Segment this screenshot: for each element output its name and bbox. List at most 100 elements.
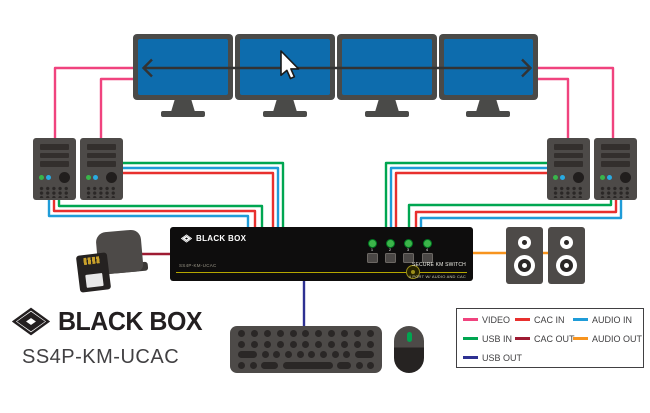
speaker-right bbox=[548, 227, 585, 284]
blackbox-diamond-icon bbox=[12, 307, 50, 336]
legend-item-video: VIDEO bbox=[463, 315, 515, 325]
port-number: 2 bbox=[388, 247, 392, 252]
legend-swatch bbox=[515, 318, 530, 321]
legend-label: AUDIO OUT bbox=[592, 333, 643, 344]
drive-bay bbox=[40, 161, 69, 167]
power-led-green bbox=[86, 175, 91, 180]
mouse-cursor-icon bbox=[280, 50, 300, 80]
product-model-text: SS4P-KM-UCAC bbox=[22, 346, 180, 368]
keyboard bbox=[230, 326, 382, 373]
wire-usb-in-pc4 bbox=[407, 196, 613, 230]
port-led bbox=[404, 240, 412, 247]
branding-block: BLACK BOX SS4P-KM-UCAC bbox=[12, 306, 272, 386]
tweeter-dot bbox=[522, 240, 527, 245]
computer-tower-1 bbox=[33, 138, 76, 200]
drive-bay bbox=[40, 144, 69, 150]
port-led bbox=[368, 240, 376, 247]
drive-bay bbox=[554, 161, 583, 167]
monitor-4-stand-base bbox=[466, 111, 510, 117]
power-led-green bbox=[600, 175, 605, 180]
switch-accent-line bbox=[176, 271, 467, 274]
legend-label: AUDIO IN bbox=[592, 314, 633, 325]
km-switch: BLACK BOX SS4P-KM-UCAC 1 2 3 4 SECURE KM SW… bbox=[170, 227, 473, 281]
computer-tower-4 bbox=[594, 138, 637, 200]
port-select-button bbox=[384, 253, 396, 263]
legend-label: USB IN bbox=[482, 333, 513, 344]
wire-usb-in-pc2 bbox=[120, 161, 285, 230]
legend-item-cac-out: CAC OUT bbox=[515, 334, 575, 344]
drive-bay bbox=[601, 152, 630, 158]
power-button bbox=[620, 172, 631, 183]
blackbox-diamond-icon bbox=[181, 234, 192, 243]
legend-label: CAC IN bbox=[534, 314, 565, 325]
tweeter-dot bbox=[564, 240, 569, 245]
vent-grille bbox=[553, 186, 584, 198]
drive-bay bbox=[554, 152, 583, 158]
legend-item-cac-in: CAC IN bbox=[515, 315, 573, 325]
switch-brand-logo: BLACK BOX bbox=[181, 234, 246, 243]
certification-badge-icon bbox=[406, 265, 420, 279]
wire-usb-in-pc3 bbox=[384, 161, 550, 230]
monitor-3-stand bbox=[375, 100, 399, 112]
legend-swatch bbox=[463, 356, 478, 359]
legend-swatch bbox=[573, 337, 588, 340]
activity-led-blue bbox=[46, 175, 51, 180]
wire-video-pc3-monitors bbox=[536, 77, 570, 140]
wire-audio-in-pc3 bbox=[389, 166, 550, 230]
monitor-1-stand-base bbox=[161, 111, 205, 117]
power-button bbox=[59, 172, 70, 183]
power-led-green bbox=[553, 175, 558, 180]
monitor-1-stand bbox=[171, 100, 195, 112]
key-row bbox=[238, 361, 374, 369]
computer-tower-3 bbox=[547, 138, 590, 200]
drive-bay bbox=[87, 152, 116, 158]
wire-usb-in-pc1 bbox=[57, 196, 264, 230]
monitor-2-stand bbox=[273, 100, 297, 112]
drive-bay bbox=[40, 152, 69, 158]
switch-model-text: SS4P-KM-UCAC bbox=[179, 263, 217, 268]
port-number: 4 bbox=[425, 247, 429, 252]
wire-cac-in-pc2 bbox=[120, 171, 275, 230]
monitor-2-stand-base bbox=[263, 111, 307, 117]
mouse-scroll-wheel bbox=[406, 332, 412, 342]
woofer-dot bbox=[522, 263, 527, 268]
switch-title: SECURE KM SWITCH bbox=[411, 262, 466, 268]
brand-logo-text: BLACK BOX bbox=[58, 306, 203, 336]
legend-label: USB OUT bbox=[482, 352, 523, 363]
key-row bbox=[238, 340, 374, 348]
port-led bbox=[386, 240, 394, 247]
wire-audio-in-pc1 bbox=[47, 196, 250, 230]
drive-bay bbox=[601, 161, 630, 167]
drive-bay bbox=[87, 161, 116, 167]
port-number: 3 bbox=[406, 247, 410, 252]
legend-label: VIDEO bbox=[482, 314, 511, 325]
wire-video-pc4-monitors bbox=[536, 66, 615, 140]
switch-port-1: 1 bbox=[363, 240, 381, 263]
power-button bbox=[573, 172, 584, 183]
activity-led-blue bbox=[93, 175, 98, 180]
legend-item-audio-in: AUDIO IN bbox=[573, 315, 643, 325]
port-select-button bbox=[421, 253, 433, 263]
computer-tower-2 bbox=[80, 138, 123, 200]
power-led-green bbox=[39, 175, 44, 180]
switch-brand-text: BLACK BOX bbox=[196, 234, 247, 243]
drive-bay bbox=[601, 144, 630, 150]
port-select-button bbox=[402, 253, 414, 263]
legend-item-audio-out: AUDIO OUT bbox=[573, 334, 643, 344]
wire-cac-in-pc1 bbox=[52, 196, 257, 230]
legend-swatch bbox=[515, 337, 530, 340]
switch-port-3: 3 bbox=[399, 240, 417, 263]
port-select-button bbox=[366, 253, 378, 263]
vent-grille bbox=[600, 186, 631, 198]
switch-port-2: 2 bbox=[381, 240, 399, 263]
activity-led-blue bbox=[607, 175, 612, 180]
legend-swatch bbox=[463, 337, 478, 340]
wire-cac-in-pc4 bbox=[414, 196, 618, 230]
wire-cac-in-pc3 bbox=[394, 171, 550, 230]
speaker-left bbox=[506, 227, 543, 284]
mouse bbox=[394, 326, 424, 373]
arrow-left-icon bbox=[141, 58, 153, 78]
wire-video-pc1-monitors bbox=[53, 66, 135, 140]
